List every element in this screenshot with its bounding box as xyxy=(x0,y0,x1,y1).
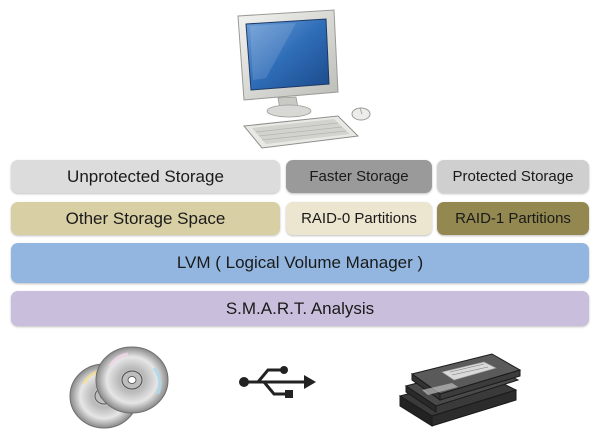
lvm-layer: LVM ( Logical Volume Manager ) xyxy=(11,243,589,283)
optical-discs-icon xyxy=(69,346,169,429)
hard-drives-icon xyxy=(398,353,522,427)
lvm-label: LVM ( Logical Volume Manager ) xyxy=(176,253,424,272)
unprotected-storage-label: Unprotected Storage xyxy=(67,166,224,186)
other-storage-space-label: Other Storage Space xyxy=(65,208,226,228)
protected-storage-label: Protected Storage xyxy=(452,168,574,185)
raid1-partitions-label: RAID-1 Partitions xyxy=(455,210,571,227)
usb-icon xyxy=(239,366,316,398)
smart-analysis-label: S.M.A.R.T. Analysis xyxy=(225,298,375,318)
desktop-computer-icon xyxy=(237,9,371,149)
raid0-partitions-label: RAID-0 Partitions xyxy=(301,210,417,227)
other-storage-space-box: Other Storage Space xyxy=(11,202,280,235)
raid1-partitions-box: RAID-1 Partitions xyxy=(437,202,589,235)
unprotected-storage-box: Unprotected Storage xyxy=(11,160,280,193)
faster-storage-label: Faster Storage xyxy=(309,168,409,185)
raid0-partitions-box: RAID-0 Partitions xyxy=(286,202,432,235)
protected-storage-box: Protected Storage xyxy=(437,160,589,193)
smart-analysis-layer: S.M.A.R.T. Analysis xyxy=(11,291,589,326)
faster-storage-box: Faster Storage xyxy=(286,160,432,193)
